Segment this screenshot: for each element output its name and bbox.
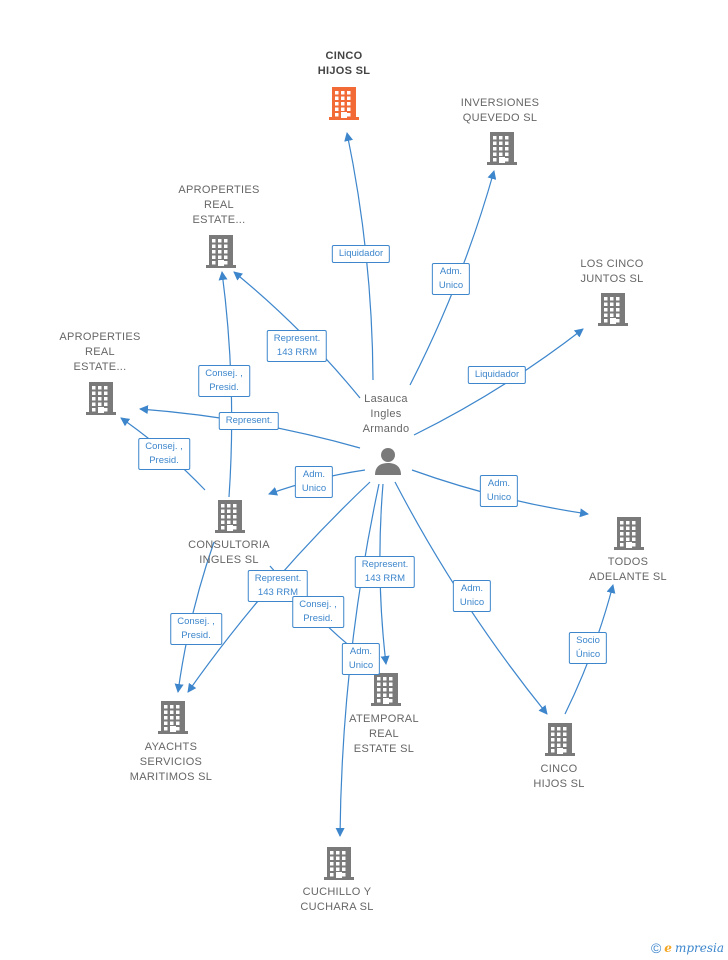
brand-logo-text: mpresia	[674, 941, 724, 955]
copyright-symbol: ©	[650, 940, 662, 956]
building-icon[interactable]	[544, 722, 576, 761]
edge-person-to-los-cinco-juntos	[413, 328, 584, 436]
node-label-cinco-hijos-bottom[interactable]: CINCO HIJOS SL	[533, 763, 585, 790]
building-icon[interactable]	[613, 516, 645, 555]
edge-label-consej-presid: Consej. , Presid.	[170, 613, 222, 645]
node-label-los-cinco-juntos[interactable]: LOS CINCO JUNTOS SL	[580, 258, 644, 285]
node-label-inversiones-quevedo[interactable]: INVERSIONES QUEVEDO SL	[460, 97, 540, 124]
edge-label-adm-unico: Adm. Unico	[479, 475, 519, 507]
building-icon[interactable]	[205, 234, 237, 273]
building-icon[interactable]	[157, 700, 189, 739]
edge-label-represent-143-rrm: Represent. 143 RRM	[266, 330, 328, 362]
edge-label-consej-presid: Consej. , Presid.	[292, 596, 344, 628]
building-icon[interactable]	[328, 86, 360, 125]
building-icon[interactable]	[370, 672, 402, 711]
node-label-aproperties-1[interactable]: APROPERTIES REAL ESTATE...	[178, 184, 260, 226]
brand-logo-initial: e	[664, 941, 672, 955]
node-label-aproperties-2[interactable]: APROPERTIES REAL ESTATE...	[59, 331, 141, 373]
building-icon[interactable]	[214, 499, 246, 538]
person-label[interactable]: Lasauca Ingles Armando	[362, 393, 410, 435]
node-label-cuchillo-cuchara[interactable]: CUCHILLO Y CUCHARA SL	[300, 886, 374, 913]
node-label-todos-adelante[interactable]: TODOS ADELANTE SL	[589, 556, 667, 583]
node-label-ayachts[interactable]: AYACHTS SERVICIOS MARITIMOS SL	[129, 741, 213, 783]
edge-label-consej-presid: Consej. , Presid.	[198, 365, 250, 397]
edge-label-consej-presid: Consej. , Presid.	[138, 438, 190, 470]
edge-label-adm-unico: Adm. Unico	[431, 263, 471, 295]
node-label-atemporal[interactable]: ATEMPORAL REAL ESTATE SL	[349, 713, 419, 755]
edge-label-represent: Represent.	[218, 412, 280, 430]
edge-label-liquidador: Liquidador	[331, 245, 391, 263]
edge-label-represent-143-rrm: Represent. 143 RRM	[354, 556, 416, 588]
building-icon[interactable]	[85, 381, 117, 420]
person-icon[interactable]	[373, 446, 403, 481]
building-icon[interactable]	[323, 846, 355, 885]
edge-label-adm-unico: Adm. Unico	[294, 466, 334, 498]
edge-label-socio-unico: Socio Único	[568, 632, 608, 664]
building-icon[interactable]	[486, 131, 518, 170]
edge-label-adm-unico: Adm. Unico	[452, 580, 492, 612]
edge-label-adm-unico: Adm. Unico	[341, 643, 381, 675]
node-label-cinco-hijos-top[interactable]: CINCO HIJOS SL	[317, 50, 371, 77]
edge-label-liquidador: Liquidador	[467, 366, 527, 384]
building-icon[interactable]	[597, 292, 629, 331]
node-label-consultoria-ingles[interactable]: CONSULTORIA INGLES SL	[188, 539, 270, 566]
